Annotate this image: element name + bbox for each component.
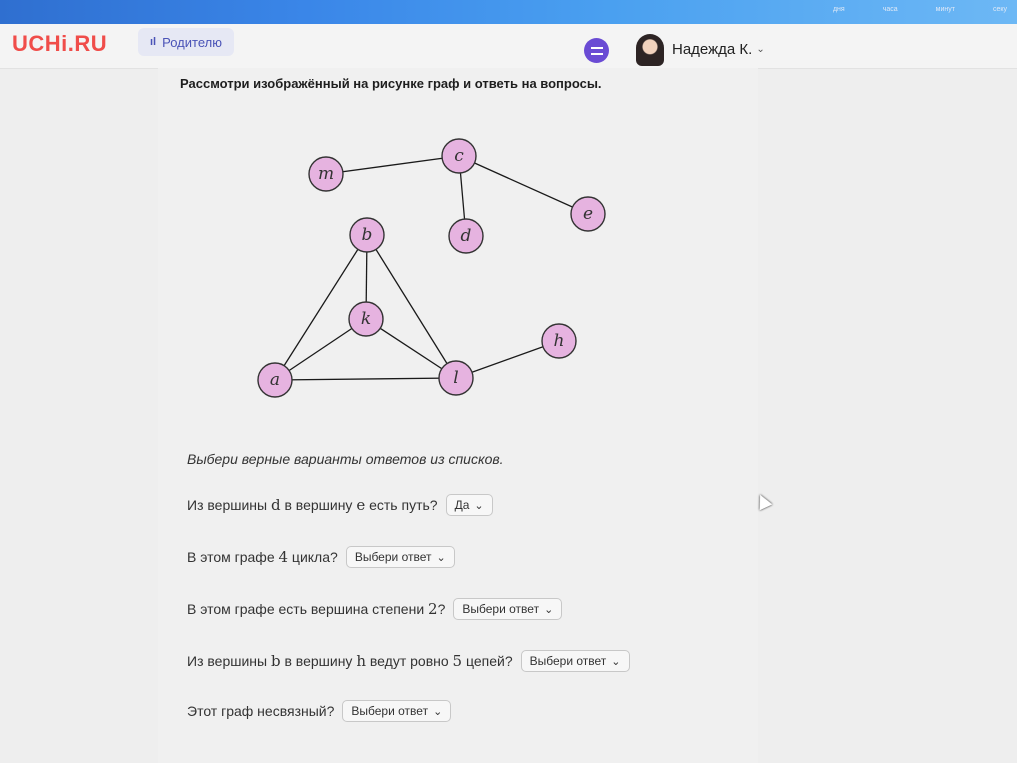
question-row: Этот граф несвязный? Выбери ответ ⌄ xyxy=(187,700,452,722)
graph-node-m xyxy=(308,156,344,192)
answer-select-value: Да xyxy=(454,498,470,512)
stats-icon: ıl xyxy=(150,36,157,48)
user-name: Надежда К. xyxy=(672,41,753,58)
question-text: В этом графе 4 цикла? xyxy=(187,548,338,566)
graph-node-label-m: m xyxy=(318,164,334,184)
parent-button[interactable]: ıl Родителю xyxy=(138,28,234,56)
question-row: В этом графе есть вершина степени 2? Выбе… xyxy=(187,598,563,620)
graph-edge-c-e xyxy=(458,155,589,215)
question-text-part: 5 xyxy=(452,652,463,670)
timer-unit-seconds: секу xyxy=(992,6,1007,13)
question-text-part: 2 xyxy=(428,600,438,618)
timer-unit-days: дня xyxy=(832,6,845,13)
graph-node-label-b: b xyxy=(362,225,373,245)
parent-button-label: Родителю xyxy=(162,34,222,50)
graph-node-label-a: a xyxy=(270,370,280,390)
question-text-part: в вершину xyxy=(280,497,357,513)
question-text-part: цепей? xyxy=(462,653,513,669)
question-text-part: 4 xyxy=(278,548,289,566)
graph-node-label-c: c xyxy=(454,146,464,166)
site-logo[interactable]: UCHi.RU xyxy=(12,31,108,56)
question-text-part: цикла? xyxy=(288,549,338,565)
question-row: Из вершины b в вершину h ведут ровно 5 ц… xyxy=(187,650,630,672)
question-text-part: В этом графе xyxy=(187,549,279,565)
timer-unit-minutes: минут xyxy=(935,6,955,13)
graph-node-label-d: d xyxy=(461,226,472,246)
graph-node-e xyxy=(570,196,606,232)
answer-select-value: Выбери ответ xyxy=(529,654,607,668)
question-text: Из вершины d в вершину e есть путь? xyxy=(187,496,438,514)
task-title: Рассмотри изображённый на рисунке граф и… xyxy=(180,76,602,91)
countdown-timer: дня часа минут секу xyxy=(833,6,1017,13)
question-row: В этом графе 4 цикла? Выбери ответ ⌄ xyxy=(187,546,455,568)
graph-edge-b-a xyxy=(274,234,368,381)
graph-node-c xyxy=(441,138,477,174)
question-text-part: d xyxy=(270,496,281,514)
chevron-down-icon: ⌄ xyxy=(436,551,446,564)
graph-edge-k-l xyxy=(365,318,457,379)
question-text-part: b xyxy=(270,652,281,670)
answer-select-value: Выбери ответ xyxy=(462,602,540,616)
graph-edge-m-c xyxy=(325,155,460,175)
answer-select[interactable]: Да ⌄ xyxy=(445,494,493,516)
question-text-part: ведут ровно xyxy=(366,653,453,669)
answer-select-value: Выбери ответ xyxy=(351,704,429,718)
promo-banner[interactable]: дня часа минут секу xyxy=(0,0,1017,24)
question-text-part: Из вершины xyxy=(187,653,271,669)
answer-select-value: Выбери ответ xyxy=(354,550,432,564)
chevron-down-icon: ⌄ xyxy=(433,705,443,718)
graph-node-b xyxy=(349,217,385,253)
graph-node-label-l: l xyxy=(453,368,458,388)
chevron-down-icon: ⌄ xyxy=(756,44,765,55)
graph-edge-a-l xyxy=(274,377,457,381)
question-text-part: в вершину xyxy=(280,653,357,669)
question-text: Этот граф несвязный? xyxy=(187,703,334,719)
graph-node-l xyxy=(438,360,474,396)
question-text-part: Этот граф несвязный? xyxy=(187,703,335,719)
graph-node-k xyxy=(348,301,384,337)
question-text: Из вершины b в вершину h ведут ровно 5 ц… xyxy=(187,652,513,670)
timer-unit-hours: часа xyxy=(882,6,898,13)
answer-select[interactable]: Выбери ответ ⌄ xyxy=(453,598,563,620)
question-text-part: ? xyxy=(437,601,446,617)
question-text-part: e xyxy=(356,496,366,514)
chevron-down-icon: ⌄ xyxy=(611,655,621,668)
question-text-part: В этом графе есть вершина степени xyxy=(187,601,429,617)
chat-icon[interactable] xyxy=(584,38,609,63)
avatar[interactable] xyxy=(636,34,664,66)
graph-edge-b-l xyxy=(366,234,457,379)
graph-edge-l-h xyxy=(455,340,560,379)
chevron-down-icon: ⌄ xyxy=(474,499,484,512)
question-row: Из вершины d в вершину e есть путь? Да ⌄ xyxy=(187,494,493,516)
answer-select[interactable]: Выбери ответ ⌄ xyxy=(342,700,452,722)
graph-node-a xyxy=(257,362,293,398)
graph-node-h xyxy=(541,323,577,359)
graph-node-label-h: h xyxy=(554,331,565,351)
question-text-part: h xyxy=(356,652,366,670)
graph-edge-k-a xyxy=(274,318,367,381)
question-text-part: Из вершины xyxy=(187,497,271,513)
graph-node-label-e: e xyxy=(583,204,593,224)
task-panel xyxy=(158,68,758,763)
top-navigation: UCHi.RU ıl Родителю Надежда К. ⌄ xyxy=(0,24,1017,69)
question-text-part: есть путь? xyxy=(365,497,438,513)
graph-node-d xyxy=(448,218,484,254)
graph-node-label-k: k xyxy=(361,309,371,329)
answer-select[interactable]: Выбери ответ ⌄ xyxy=(345,546,455,568)
chevron-down-icon: ⌄ xyxy=(544,603,554,616)
answer-select[interactable]: Выбери ответ ⌄ xyxy=(520,650,630,672)
instruction-text: Выбери верные варианты ответов из списко… xyxy=(187,451,504,467)
question-text: В этом графе есть вершина степени 2? xyxy=(187,600,445,618)
user-menu[interactable]: Надежда К. ⌄ xyxy=(672,41,765,58)
